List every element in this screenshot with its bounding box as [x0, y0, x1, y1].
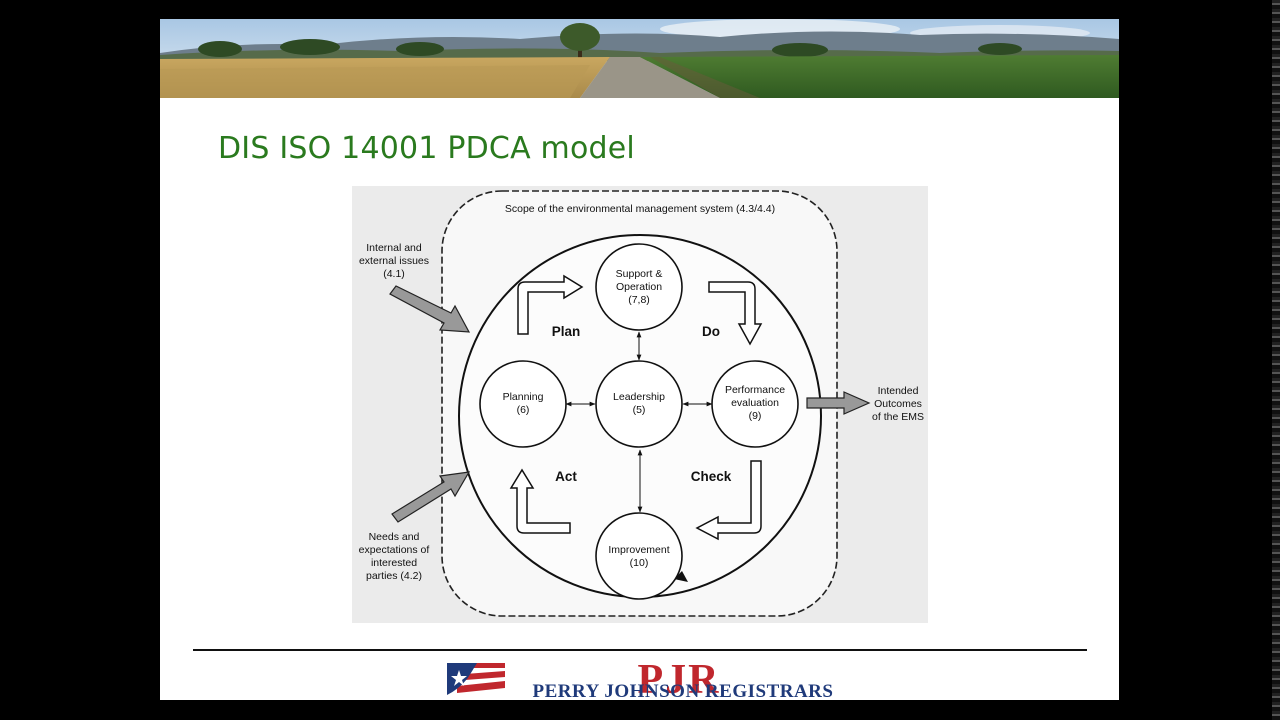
performance-line-3: (9) — [749, 410, 762, 422]
phase-label-plan: Plan — [552, 324, 581, 339]
logo-monogram: PJR — [638, 661, 721, 700]
support-line-3: (7,8) — [628, 294, 650, 306]
node-improvement — [595, 512, 683, 600]
issues-line-3: (4.1) — [383, 268, 405, 280]
output-line-2: Outcomes — [874, 398, 922, 410]
scope-label: Scope of the environmental management sy… — [505, 203, 775, 215]
needs-line-3: interested — [371, 557, 417, 569]
performance-line-1: Performance — [725, 384, 785, 396]
node-performance-evaluation — [711, 360, 799, 448]
footer-divider — [193, 649, 1087, 651]
input-needs-label: Needs and expectations of interested par… — [359, 531, 430, 582]
output-line-1: Intended — [878, 385, 919, 397]
act-cycle-arrow — [509, 468, 571, 534]
performance-line-2: evaluation — [731, 397, 779, 409]
needs-line-4: parties (4.2) — [366, 570, 422, 582]
do-cycle-arrow — [708, 281, 763, 346]
output-arrow — [806, 391, 871, 415]
flag-icon — [447, 663, 505, 695]
planning-line-1: Planning — [503, 391, 544, 403]
output-line-3: of the EMS — [872, 411, 924, 423]
node-planning — [479, 360, 567, 448]
input-arrow-needs — [391, 471, 471, 523]
output-label: Intended Outcomes of the EMS — [872, 385, 924, 423]
node-support-operation — [595, 243, 683, 331]
slide-title: DIS ISO 14001 PDCA model — [218, 131, 635, 166]
needs-line-2: expectations of — [359, 544, 430, 556]
issues-line-2: external issues — [359, 255, 429, 267]
support-line-1: Support & — [616, 268, 663, 280]
plan-cycle-arrow — [517, 274, 584, 335]
slide: DIS ISO 14001 PDCA model Scope of the en… — [160, 19, 1119, 700]
company-name: PERRY JOHNSON REGISTRARS — [533, 681, 834, 700]
planning-line-2: (6) — [517, 404, 530, 416]
improvement-line-2: (10) — [630, 557, 649, 569]
node-leadership — [595, 360, 683, 448]
phase-label-do: Do — [702, 324, 720, 339]
improvement-line-1: Improvement — [608, 544, 669, 556]
leadership-line-2: (5) — [633, 404, 646, 416]
check-cycle-arrow — [695, 460, 762, 541]
support-line-2: Operation — [616, 281, 662, 293]
phase-label-check: Check — [691, 469, 732, 484]
leadership-line-1: Leadership — [613, 391, 665, 403]
pdca-diagram: Scope of the environmental management sy… — [352, 186, 928, 623]
landscape-banner-image — [160, 19, 1119, 98]
input-issues-label: Internal and external issues (4.1) — [359, 242, 429, 280]
input-arrow-issues — [389, 285, 471, 333]
circle-flow-arrowhead — [674, 571, 688, 582]
company-logo: PJR PERRY JOHNSON REGISTRARS — [447, 661, 847, 700]
issues-line-1: Internal and — [366, 242, 422, 254]
phase-label-act: Act — [555, 469, 577, 484]
needs-line-1: Needs and — [369, 531, 420, 543]
video-edge-artifact — [1272, 0, 1280, 720]
